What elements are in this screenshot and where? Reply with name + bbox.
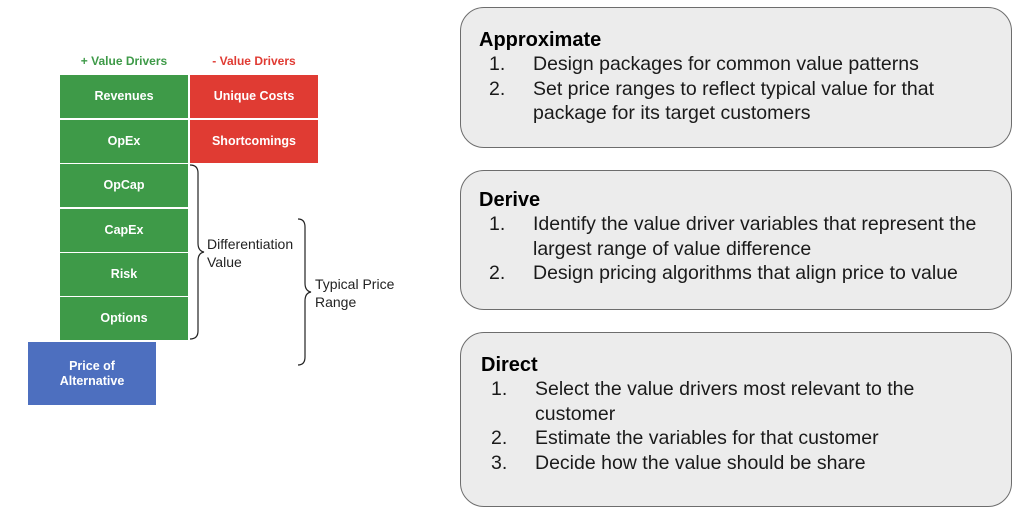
list-text: Estimate the variables for that customer xyxy=(535,427,879,449)
list-number: 2. xyxy=(489,262,506,284)
list-text: Design packages for common value pattern… xyxy=(533,53,919,75)
price-range-brace xyxy=(297,218,312,366)
unique-costs-block: Unique Costs xyxy=(190,75,318,118)
list-item: 1. Identify the value driver variables th… xyxy=(479,212,993,261)
positive-drivers-header: + Value Drivers xyxy=(80,54,168,68)
list-item: 2. Set price ranges to reflect typical va… xyxy=(479,77,993,126)
list-number: 2. xyxy=(491,427,508,449)
direct-list: 1. Select the value drivers most relevant… xyxy=(479,377,993,475)
list-number: 2. xyxy=(489,77,506,100)
direct-title: Direct xyxy=(481,354,538,376)
list-text: Design pricing algorithms that align pri… xyxy=(533,262,958,284)
risk-block: Risk xyxy=(60,253,188,296)
negative-drivers-header: - Value Drivers xyxy=(212,54,296,68)
opcap-block: OpCap xyxy=(60,164,188,207)
list-number: 3. xyxy=(491,451,508,474)
list-text: Identify the value driver variables that… xyxy=(533,213,977,260)
approximate-box: Approximate 1. Design packages for common… xyxy=(460,7,1012,148)
typical-price-range-label: Typical Price Range xyxy=(315,276,395,310)
list-text: Select the value drivers most relevant t… xyxy=(535,378,915,425)
price-of-alternative-block: Price of Alternative xyxy=(28,342,156,405)
options-block: Options xyxy=(60,297,188,340)
list-item: 3. Decide how the value should be share xyxy=(479,451,993,476)
braces-graphic xyxy=(189,164,312,366)
differentiation-brace xyxy=(189,164,205,340)
list-item: 1. Select the value drivers most relevant… xyxy=(479,377,993,426)
list-number: 1. xyxy=(489,53,506,75)
direct-box: Direct 1. Select the value drivers most r… xyxy=(460,332,1012,507)
derive-list: 1. Identify the value driver variables th… xyxy=(479,212,993,286)
approximate-list: 1. Design packages for common value patte… xyxy=(479,52,993,126)
list-item: 1. Design packages for common value patte… xyxy=(479,52,993,77)
list-text: Decide how the value should be share xyxy=(535,451,866,474)
shortcomings-block: Shortcomings xyxy=(190,120,318,163)
approximate-title: Approximate xyxy=(479,29,602,51)
revenues-block: Revenues xyxy=(60,75,188,118)
list-text: Set price ranges to reflect typical valu… xyxy=(533,77,935,125)
list-item: 2. Estimate the variables for that custom… xyxy=(479,426,993,451)
capex-block: CapEx xyxy=(60,209,188,252)
list-item: 2. Design pricing algorithms that align p… xyxy=(479,261,993,286)
derive-title: Derive xyxy=(479,189,541,211)
list-number: 1. xyxy=(489,213,506,235)
differentiation-value-label: Differentiation Value xyxy=(207,236,294,270)
opex-block: OpEx xyxy=(60,120,188,163)
derive-box: Derive 1. Identify the value driver varia… xyxy=(460,170,1012,310)
list-number: 1. xyxy=(491,378,508,400)
